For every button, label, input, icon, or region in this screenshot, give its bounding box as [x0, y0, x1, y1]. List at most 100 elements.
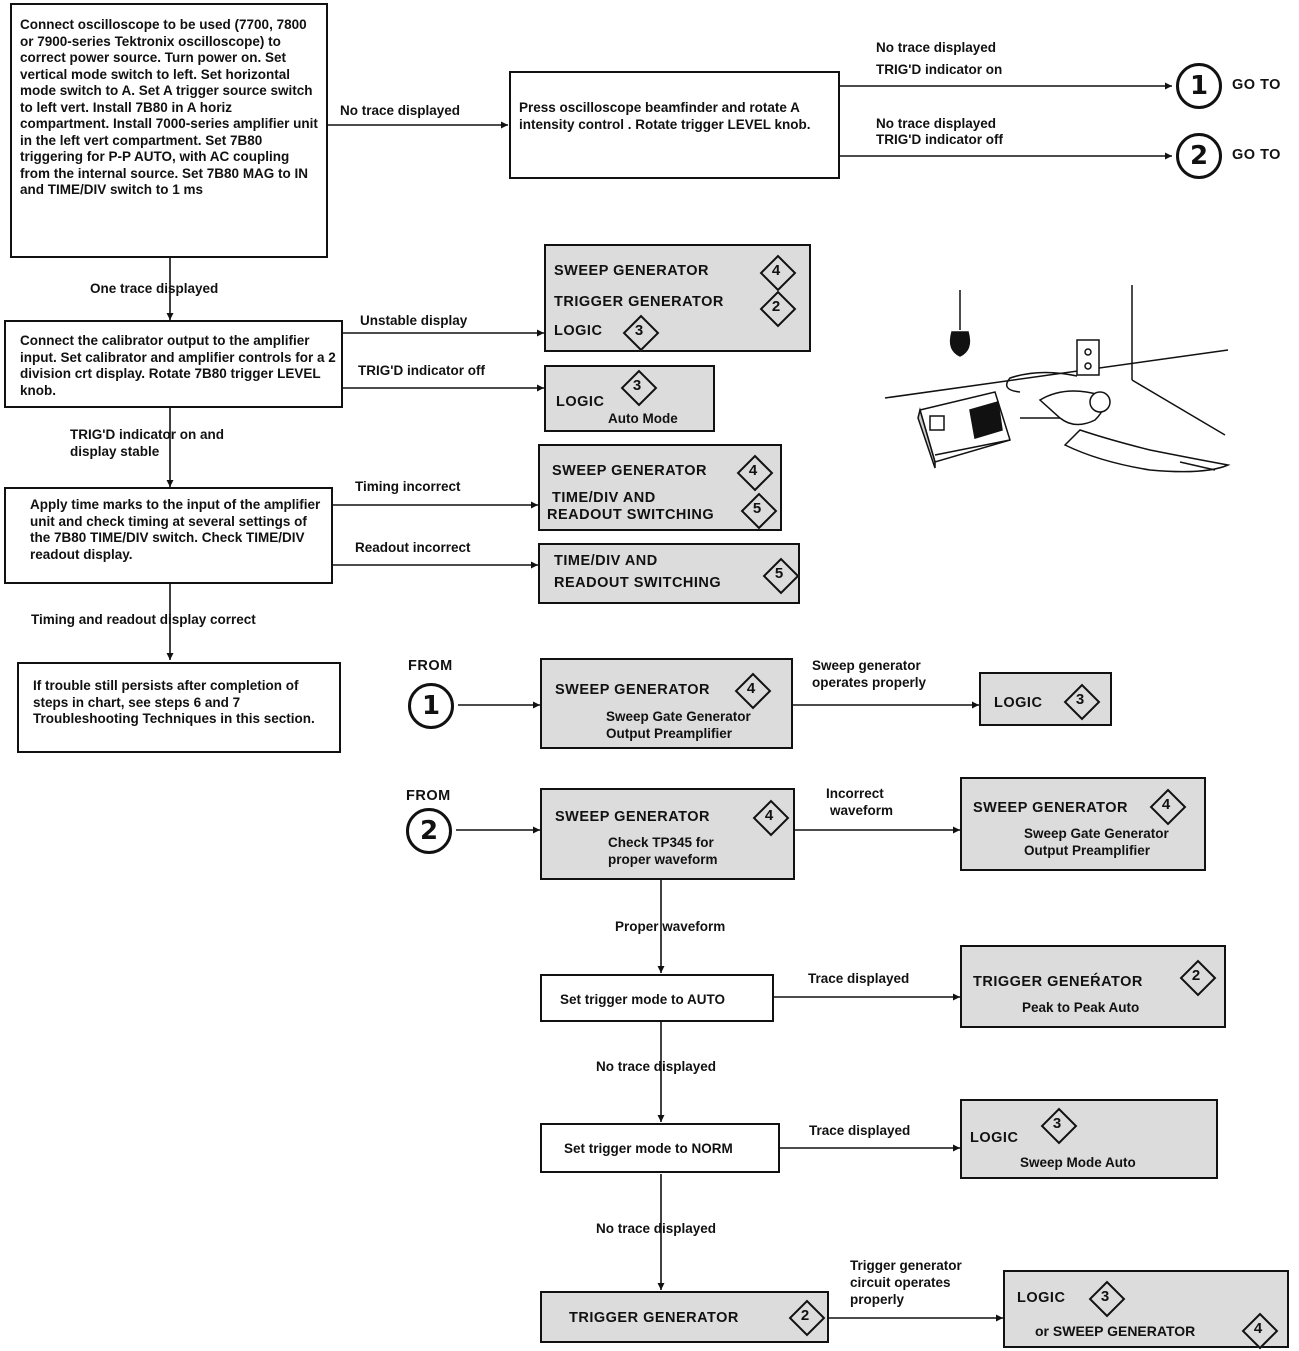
set-auto-box: Set trigger mode to AUTO [540, 974, 774, 1022]
label-incorrect-waveform-2: waveform [830, 803, 894, 818]
ref-number: 4 [764, 807, 774, 824]
ref-box-logic-auto-mode: 3 LOGIC Auto Mode [544, 365, 715, 432]
ref-box-trigger-generator: TRIGGER GENERATOR 2 [540, 1291, 829, 1343]
ref-readout-switching: READOUT SWITCHING [547, 507, 715, 523]
label-unstable-display: Unstable display [360, 313, 468, 328]
label-no-trace-2: No trace displayed [596, 1059, 717, 1074]
ref-box-logic-sweep-mode: 3 LOGIC Sweep Mode Auto [960, 1099, 1218, 1179]
start-instructions-box: Connect oscilloscope to be used (7700, 7… [10, 3, 328, 258]
label-timing-readout-correct: Timing and readout display correct [31, 612, 256, 627]
ref-auto-mode: Auto Mode [608, 411, 678, 426]
goto-1-circle: 1 [1176, 63, 1222, 109]
ref-number: 4 [1253, 1320, 1263, 1337]
ref-time-div: TIME/DIV AND [554, 553, 658, 569]
ref-sweep-gate: Sweep Gate Generator [1024, 826, 1169, 841]
label-one-trace-displayed: One trace displayed [90, 281, 219, 296]
time-marks-text: Apply time marks to the input of the amp… [30, 497, 321, 562]
label-trigd-stable-1: TRIG'D indicator on and [70, 427, 224, 442]
ref-number: 3 [1052, 1115, 1062, 1132]
ref-box-sweep-timediv: SWEEP GENERATOR 4 TIME/DIV AND READOUT S… [538, 444, 782, 531]
ref-number: 5 [774, 565, 784, 582]
ref-number: 2 [800, 1307, 810, 1324]
label-proper-waveform: Proper waveform [615, 919, 726, 934]
ref-sweep-generator: SWEEP GENERATOR [555, 809, 710, 825]
ref-logic: LOGIC [1017, 1290, 1066, 1306]
beamfinder-box: Press oscilloscope beamfinder and rotate… [509, 71, 840, 179]
ref-or-sweep-generator: or SWEEP GENERATOR [1035, 1323, 1196, 1339]
label-trace-displayed-1: Trace displayed [808, 971, 910, 986]
label-trigger-ok-3: properly [850, 1292, 905, 1307]
ref-output-preamp: Output Preamplifier [1024, 843, 1151, 858]
ref-number: 3 [632, 377, 642, 394]
label-no-trace-3: No trace displayed [596, 1221, 717, 1236]
label-no-trace-trigd-on-2: TRIG'D indicator on [876, 62, 1003, 77]
label-trigd-indicator-off: TRIG'D indicator off [358, 363, 485, 378]
ref-box-logic-1: LOGIC 3 [979, 672, 1112, 726]
persist-text: If trouble still persists after completi… [33, 678, 315, 726]
ref-sweep-gate: Sweep Gate Generator [606, 709, 751, 724]
calibrator-box: Connect the calibrator output to the amp… [4, 320, 343, 408]
label-no-trace-trigd-off-2: TRIG'D indicator off [876, 132, 1003, 147]
ref-time-div: TIME/DIV AND [552, 490, 656, 506]
ref-trigger-generator: TRIGGER GENERATOR [569, 1310, 739, 1326]
time-marks-box: Apply time marks to the input of the amp… [4, 487, 333, 584]
ref-number: 5 [752, 500, 762, 517]
label-readout-incorrect: Readout incorrect [355, 540, 471, 555]
ref-number: 3 [1100, 1288, 1110, 1305]
label-timing-incorrect: Timing incorrect [355, 479, 461, 494]
ref-logic: LOGIC [554, 323, 603, 339]
label-trigd-stable-2: display stable [70, 444, 160, 459]
ref-box-sweep-tp345: SWEEP GENERATOR 4 Check TP345 for proper… [540, 788, 795, 880]
from-2-label: FROM [406, 788, 451, 804]
ref-trigger-generator: TRIGGER GENERATOR [554, 294, 724, 310]
label-sweep-ok-2: operates properly [812, 675, 927, 690]
ref-number: 4 [771, 262, 781, 279]
ref-output-preamp: Output Preamplifier [606, 726, 733, 741]
ref-number: 4 [748, 462, 758, 479]
goto-1-label: GO TO [1232, 77, 1281, 93]
ref-trigger-generator: TRIGGER GENEŔATOR [973, 974, 1143, 990]
ref-box-logic-or-sweep: LOGIC 3 or SWEEP GENERATOR 4 [1003, 1270, 1289, 1350]
from-2-circle: 2 [406, 808, 452, 854]
from-1-circle: 1 [408, 683, 454, 729]
label-trace-displayed-2: Trace displayed [809, 1123, 911, 1138]
ref-number: 3 [634, 322, 644, 339]
label-no-trace-trigd-off-1: No trace displayed [876, 116, 997, 131]
ref-number: 2 [771, 298, 781, 315]
from-1-label: FROM [408, 658, 453, 674]
ref-peak-auto: Peak to Peak Auto [1022, 1000, 1140, 1015]
ref-check-tp345: Check TP345 for [608, 835, 714, 850]
ref-sweep-generator: SWEEP GENERATOR [555, 682, 710, 698]
ref-number: 4 [1161, 796, 1171, 813]
persist-box: If trouble still persists after completi… [17, 662, 341, 753]
ref-number: 2 [1191, 967, 1201, 984]
ref-sweep-generator: SWEEP GENERATOR [973, 800, 1128, 816]
label-trigger-ok-2: circuit operates [850, 1275, 951, 1290]
start-instructions-text: Connect oscilloscope to be used (7700, 7… [20, 17, 318, 197]
label-no-trace-trigd-on-1: No trace displayed [876, 40, 997, 55]
set-auto-text: Set trigger mode to AUTO [560, 992, 726, 1007]
calibrator-text: Connect the calibrator output to the amp… [20, 333, 336, 398]
ref-box-trigger-peak: TRIGGER GENEŔATOR 2 Peak to Peak Auto [960, 945, 1226, 1028]
technician-illustration [884, 285, 1231, 473]
ref-logic: LOGIC [556, 394, 605, 410]
ref-logic: LOGIC [994, 695, 1043, 711]
label-trigger-ok-1: Trigger generator [850, 1258, 962, 1273]
beamfinder-text: Press oscilloscope beamfinder and rotate… [519, 100, 811, 132]
ref-sweep-generator: SWEEP GENERATOR [552, 463, 707, 479]
ref-box-timediv-readout: TIME/DIV AND READOUT SWITCHING 5 [538, 543, 800, 604]
ref-box-sweep-gate-1: SWEEP GENERATOR 4 Sweep Gate Generator O… [540, 658, 793, 749]
label-incorrect-waveform-1: Incorrect [826, 786, 884, 801]
ref-number: 3 [1075, 691, 1085, 708]
ref-proper-waveform: proper waveform [608, 852, 718, 867]
ref-sweep-mode-auto: Sweep Mode Auto [1020, 1155, 1136, 1170]
ref-readout-switching: READOUT SWITCHING [554, 575, 722, 591]
goto-2-label: GO TO [1232, 147, 1281, 163]
ref-box-sweep-gate-2: SWEEP GENERATOR 4 Sweep Gate Generator O… [960, 777, 1206, 871]
ref-box-sweep-trigger-logic: SWEEP GENERATOR 4 TRIGGER GENERATOR 2 LO… [544, 244, 811, 352]
label-no-trace-displayed: No trace displayed [340, 103, 461, 118]
ref-number: 4 [746, 680, 756, 697]
ref-sweep-generator: SWEEP GENERATOR [554, 263, 709, 279]
set-norm-box: Set trigger mode to NORM [540, 1123, 780, 1173]
